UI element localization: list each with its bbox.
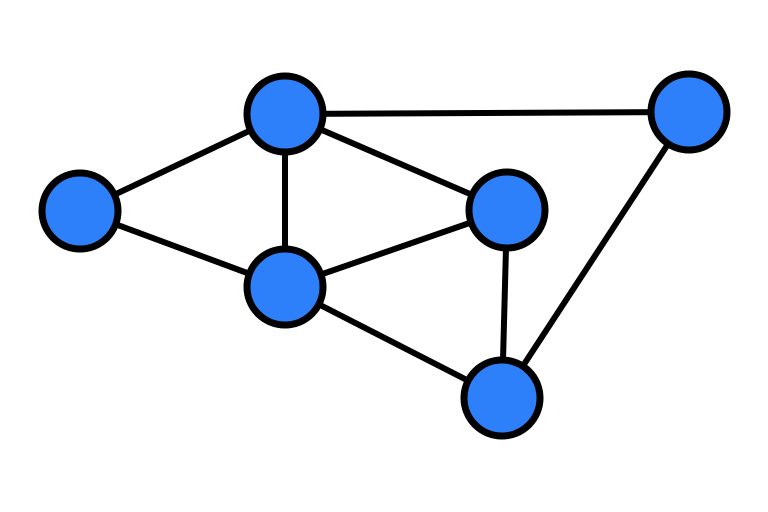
graph-edge-top-center-top-right (282, 109, 692, 117)
graph-node-top-right (647, 70, 731, 154)
graph-edge-top-right-bottom (499, 109, 692, 401)
graph-node-center (243, 245, 327, 329)
graph-node-bottom (460, 356, 544, 440)
graph-edges-layer (77, 109, 692, 401)
graph-node-top-center (243, 72, 327, 156)
graph-node-middle-right (465, 168, 549, 252)
graph-node-left (38, 169, 122, 253)
graph-nodes-layer (38, 70, 731, 440)
